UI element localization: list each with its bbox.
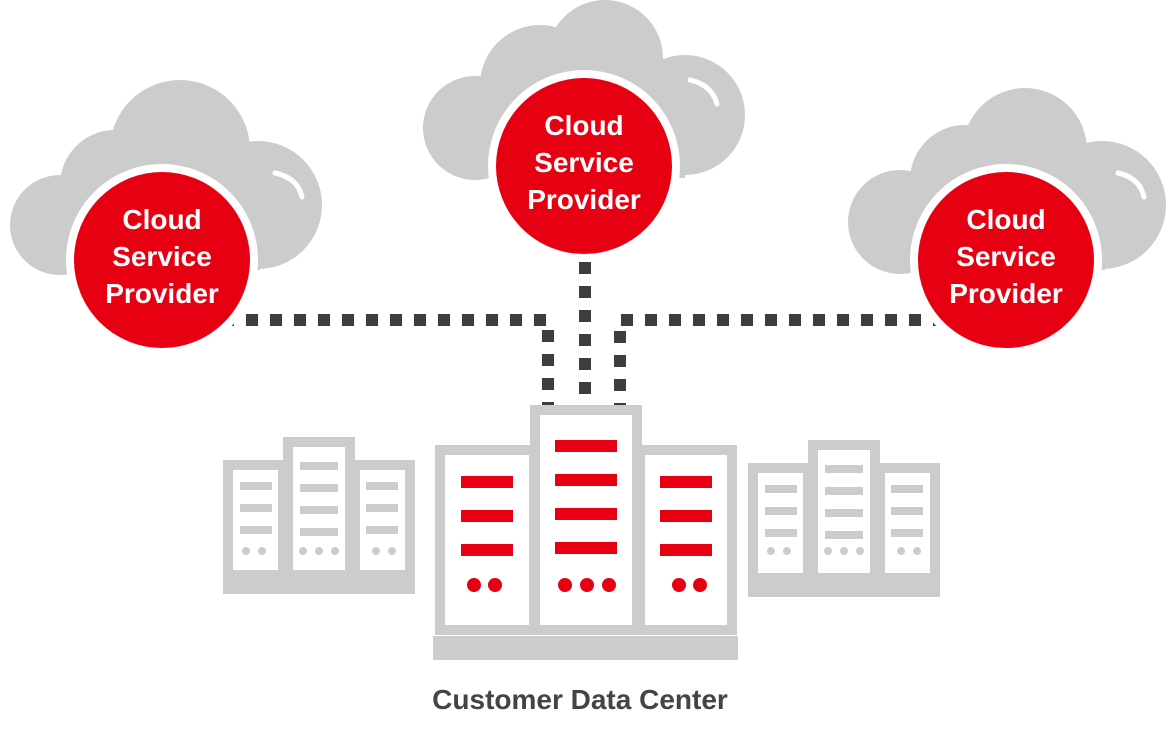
cloud-left-line-1: Cloud: [122, 204, 201, 235]
server-right-a: [748, 463, 813, 597]
server-center-c: [634, 445, 738, 660]
cloud-center-line-3: Provider: [527, 184, 641, 215]
cloud-left-line-3: Provider: [105, 278, 219, 309]
server-group-center: [433, 405, 738, 660]
cloud-center-line-2: Service: [534, 147, 634, 178]
connector-right: [614, 314, 945, 405]
cloud-right-badge: Cloud Service Provider: [910, 164, 1102, 356]
server-left-b: [283, 437, 355, 594]
cloud-right-line-1: Cloud: [966, 204, 1045, 235]
cloud-center-line-1: Cloud: [544, 110, 623, 141]
server-group-right: [748, 440, 940, 597]
cloud-left: Cloud Service Provider: [10, 80, 322, 356]
server-right-b: [808, 440, 880, 597]
server-right-c: [875, 463, 940, 597]
cloud-right-line-3: Provider: [949, 278, 1063, 309]
cloud-center: Cloud Service Provider: [423, 0, 745, 262]
cloud-left-badge: Cloud Service Provider: [66, 164, 258, 356]
cloud-center-badge: Cloud Service Provider: [488, 70, 680, 262]
connectors: [222, 262, 945, 405]
cloud-right-line-2: Service: [956, 241, 1056, 272]
server-group-left: [223, 437, 415, 594]
connector-left: [222, 314, 554, 405]
data-center-label: Customer Data Center: [432, 684, 728, 715]
server-left-c: [350, 460, 415, 594]
cloud-left-line-2: Service: [112, 241, 212, 272]
server-center-b: [528, 405, 644, 660]
cloud-right: Cloud Service Provider: [848, 88, 1166, 356]
server-left-a: [223, 460, 288, 594]
server-center-a: [433, 445, 541, 660]
